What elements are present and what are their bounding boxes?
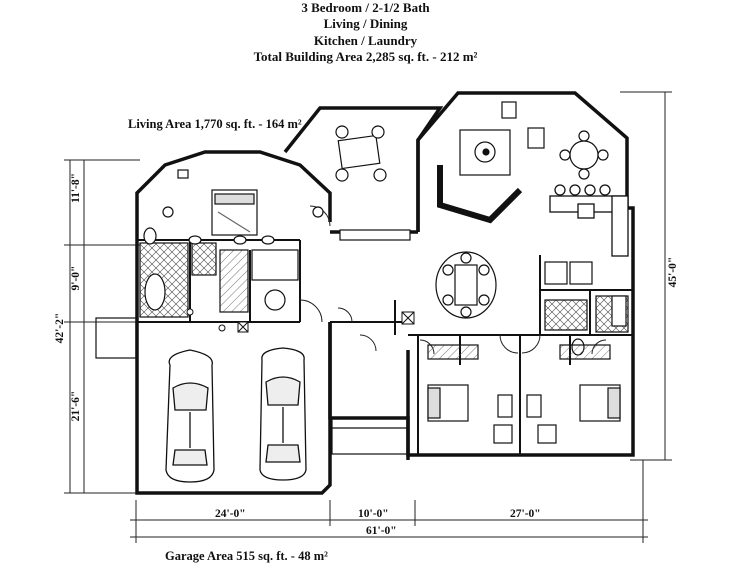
- plan-title-living: Living / Dining: [323, 16, 408, 31]
- dim-right-total: 45'-0": [667, 256, 679, 288]
- dim-bottom-garage: 24'-0": [215, 508, 246, 520]
- bedroom-left: [427, 344, 513, 444]
- dim-left-top: 11'-8": [70, 172, 82, 204]
- garage-car-right: [259, 347, 307, 481]
- dining-nook: [335, 125, 387, 182]
- kitchen-counter: [549, 184, 629, 257]
- door-swings: [299, 205, 607, 355]
- dining-table-oval: [435, 251, 497, 319]
- bedroom-right: [526, 344, 621, 444]
- garage-area-label: Garage Area 515 sq. ft. - 48 m²: [165, 549, 328, 563]
- dim-bottom-middle: 10'-0": [358, 508, 389, 520]
- entry-porch: [95, 229, 411, 455]
- dim-left-mid: 9'-0": [70, 265, 82, 291]
- laundry-room: [544, 261, 629, 356]
- garage-car-left: [165, 349, 215, 483]
- dim-left-total: 42'-2": [54, 312, 66, 344]
- plan-title-kitchen: Kitchen / Laundry: [313, 33, 418, 48]
- plan-title-bed-bath: 3 Bedroom / 2-1/2 Bath: [301, 0, 430, 15]
- plan-title-total-area: Total Building Area 2,285 sq. ft. - 212 …: [253, 49, 478, 64]
- living-room-seating: [437, 101, 545, 224]
- dimension-lines: [64, 91, 672, 543]
- master-bath: [139, 227, 299, 318]
- dim-bottom-total: 61'-0": [366, 525, 397, 537]
- fixtures: [186, 308, 415, 333]
- interior-walls: [137, 239, 633, 455]
- round-dining-table: [559, 130, 609, 180]
- master-bed: [162, 169, 324, 236]
- dim-left-bottom: 21'-6": [70, 390, 82, 422]
- dim-bottom-right: 27'-0": [510, 508, 541, 520]
- living-area-label: Living Area 1,770 sq. ft. - 164 m²: [128, 117, 302, 131]
